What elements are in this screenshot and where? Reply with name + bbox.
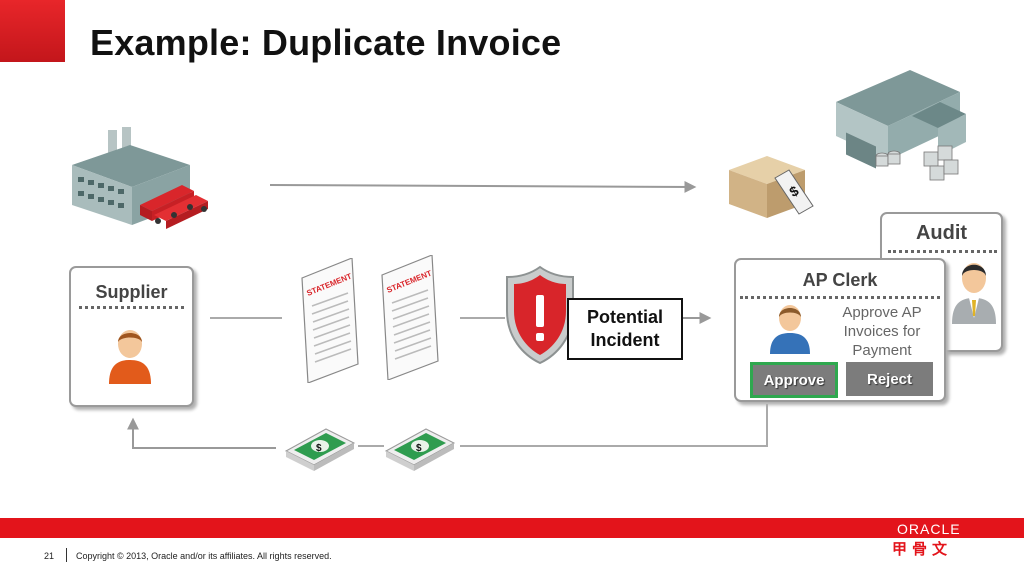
- factory-icon: [72, 127, 208, 229]
- oracle-logo: ORACLE: [897, 521, 961, 537]
- potential-incident-box: Potential Incident: [567, 298, 683, 360]
- svg-text:$: $: [416, 443, 422, 454]
- approve-button[interactable]: Approve: [750, 362, 838, 398]
- footer-separator: [66, 548, 67, 562]
- package-icon: $: [729, 156, 814, 218]
- payment-to-supplier-arrow: [127, 417, 276, 449]
- warning-shield-icon: [506, 265, 574, 365]
- duplicate-money-stack-icon: $: [384, 428, 456, 471]
- slide-title: Example: Duplicate Invoice: [90, 22, 562, 63]
- price-tag-icon: $: [774, 169, 814, 215]
- money-stack-icon: $: [284, 428, 356, 471]
- svg-text:$: $: [316, 443, 322, 454]
- statement-document-icon: STATEMENT: [301, 258, 359, 383]
- footer-bar: [0, 518, 1024, 538]
- shipment-arrow: [269, 180, 697, 193]
- supplier-label: Supplier: [95, 282, 168, 302]
- ap-clerk-card: AP Clerk Approve AP Invoices for Payment…: [734, 258, 946, 402]
- page-number: 21: [44, 551, 55, 561]
- potential-incident-label: Potential Incident: [586, 307, 663, 350]
- audit-label: Audit: [915, 222, 968, 244]
- ap-clerk-person-icon: [770, 305, 810, 354]
- oracle-chinese-logo: 甲骨文: [892, 541, 953, 558]
- brand-square: [0, 0, 65, 62]
- copyright-text: Copyright © 2013, Oracle and/or its affi…: [76, 551, 332, 561]
- ap-clerk-task: Approve AP Invoices for Payment: [842, 304, 922, 359]
- auditor-person-icon: [952, 263, 996, 324]
- supplier-person-icon: [109, 330, 151, 384]
- reject-button[interactable]: Reject: [846, 362, 933, 396]
- supplier-divider: [79, 306, 184, 309]
- duplicate-statement-document-icon: STATEMENT: [381, 255, 439, 380]
- payment-return-line: [460, 404, 768, 447]
- supplier-card: Supplier: [69, 266, 194, 407]
- warehouse-icon: [836, 70, 966, 181]
- audit-divider: [888, 250, 997, 253]
- ap-clerk-label: AP Clerk: [802, 270, 878, 290]
- ap-clerk-divider: [740, 296, 940, 299]
